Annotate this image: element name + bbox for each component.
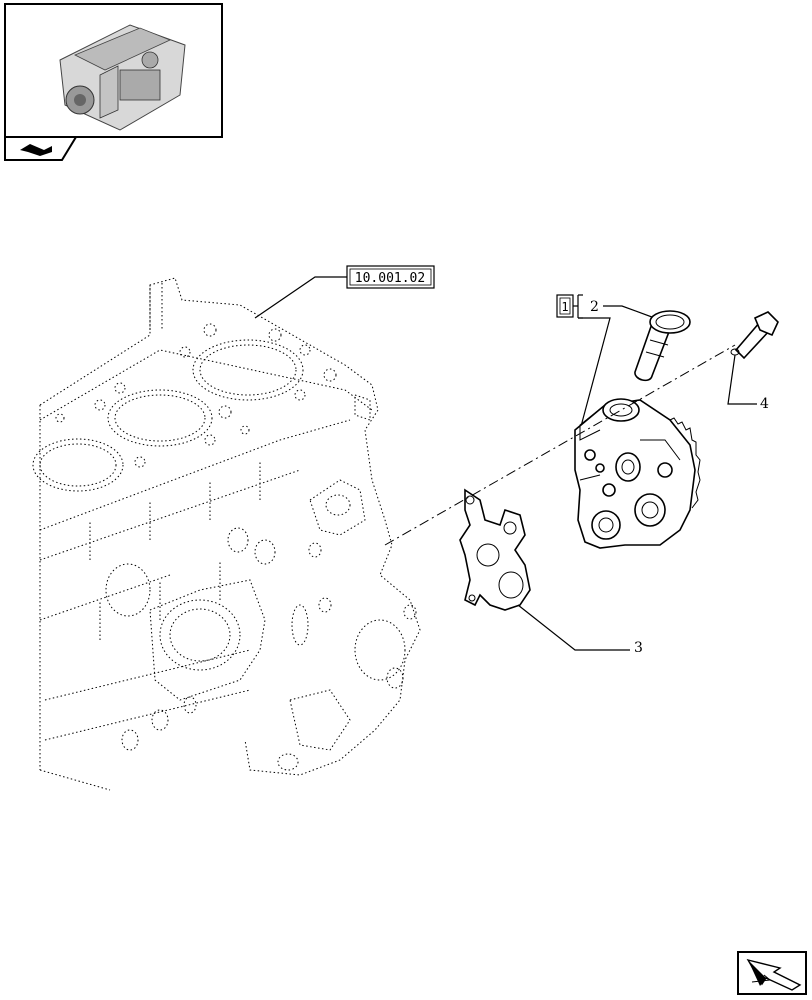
plug-part bbox=[634, 310, 691, 382]
engine-section-icon bbox=[20, 144, 52, 156]
callout-3-label: 3 bbox=[634, 640, 643, 656]
kit-reference[interactable]: 1 bbox=[556, 294, 611, 431]
bolt-part bbox=[730, 311, 779, 360]
callout-2-label: 2 bbox=[590, 299, 599, 315]
callout-4-label: 4 bbox=[760, 396, 769, 412]
engine-thumbnail-icon bbox=[59, 24, 186, 131]
oil-pump-part bbox=[574, 398, 701, 549]
callout-3[interactable]: 3 bbox=[517, 604, 643, 656]
callout-2[interactable]: 2 bbox=[590, 299, 661, 321]
callout-4[interactable]: 4 bbox=[727, 354, 769, 412]
next-page-arrow-icon bbox=[746, 958, 802, 991]
kit-number-label: 1 bbox=[561, 300, 568, 314]
engine-block bbox=[32, 277, 421, 791]
engine-thumbnail[interactable] bbox=[4, 3, 223, 161]
assembly-axis-line bbox=[384, 344, 736, 546]
section-reference[interactable]: 10.001.02 bbox=[254, 265, 435, 319]
next-page-button[interactable] bbox=[737, 951, 807, 995]
gasket-part bbox=[459, 488, 531, 611]
section-code-label: 10.001.02 bbox=[355, 271, 425, 286]
